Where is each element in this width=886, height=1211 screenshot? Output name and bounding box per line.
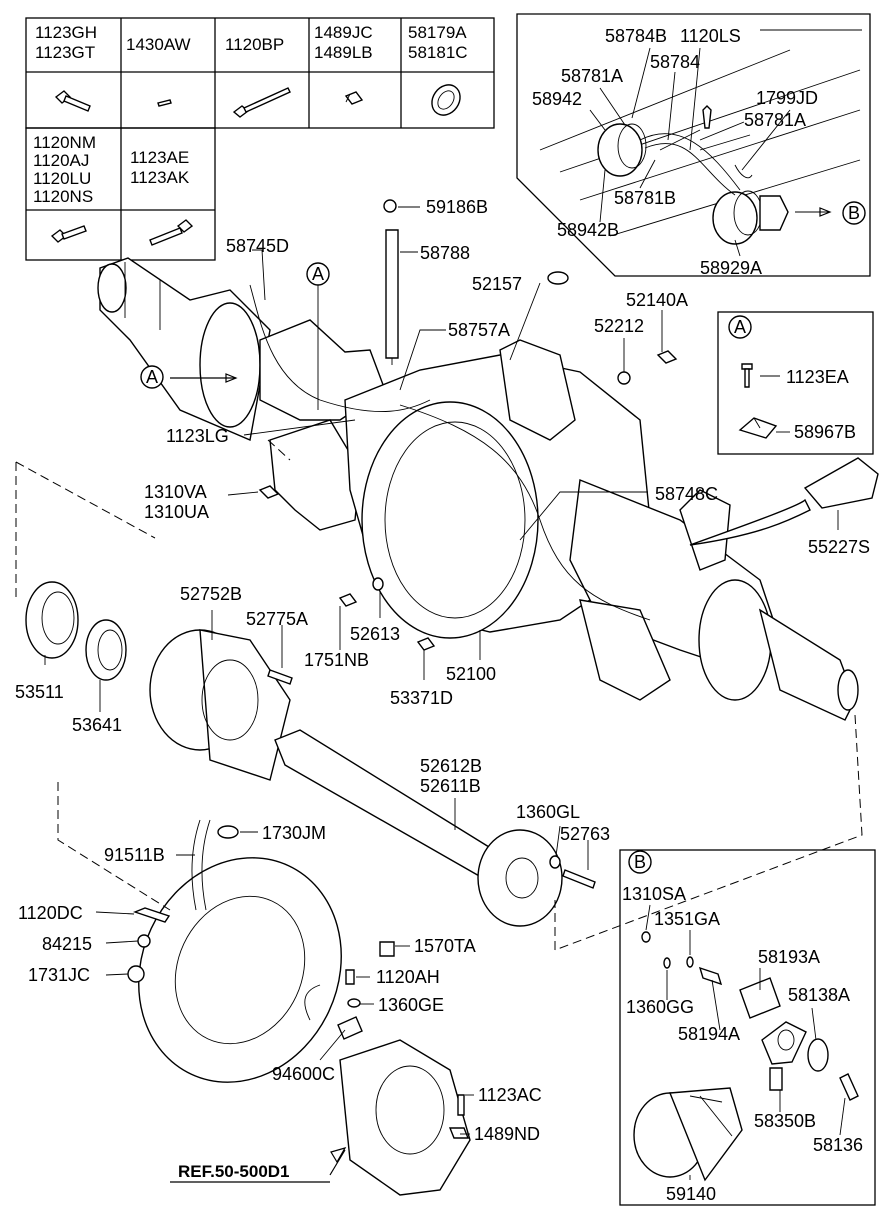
part-number: 1123LG: [166, 426, 229, 446]
part-number: 58748C: [655, 484, 718, 504]
part-number: 58194A: [678, 1024, 740, 1044]
callout-letter: A: [146, 367, 158, 387]
callout-letter: B: [848, 203, 860, 223]
detail-b-title: B: [634, 852, 646, 872]
hub-and-shaft: [25, 577, 596, 927]
fastener-code: 1120NM: [33, 133, 96, 152]
part-number: 58136: [813, 1135, 863, 1155]
long-bolt-icon: [232, 87, 291, 118]
leader-lines: [44, 206, 839, 1135]
fastener-code: 58181C: [408, 43, 468, 62]
part-number: 58781A: [561, 66, 623, 86]
part-number: 52212: [594, 316, 644, 336]
part-number: 1310SA: [622, 884, 686, 904]
part-number: 1731JC: [28, 965, 90, 985]
fastener-code: 58179A: [408, 23, 467, 42]
part-number: 58784B: [605, 26, 667, 46]
washer-icon: [431, 84, 461, 116]
part-number: 58784: [650, 52, 700, 72]
part-number: 52140A: [626, 290, 688, 310]
part-number: 1351GA: [654, 909, 720, 929]
fastener-code: 1123GT: [35, 43, 95, 62]
part-number: 58781B: [614, 188, 676, 208]
brake-assembly: [127, 819, 471, 1196]
bolt-icon: [149, 219, 194, 246]
part-number: 91511B: [104, 845, 165, 865]
part-number: 52612B: [420, 756, 482, 776]
callout-a-left: A: [140, 365, 164, 389]
part-number: 58757A: [448, 320, 510, 340]
part-number: 1123EA: [786, 367, 849, 387]
part-number: 1360GE: [378, 995, 444, 1015]
part-number: 52611B: [420, 776, 481, 796]
clip-icon: [738, 417, 778, 439]
part-number: 52763: [560, 824, 610, 844]
fastener-code: 1489LB: [314, 43, 373, 62]
fastener-code: 1123AE: [130, 148, 189, 167]
fastener-code: 1120LU: [33, 169, 91, 188]
part-number: 1310VA: [144, 482, 207, 502]
nut-icon: [344, 91, 364, 105]
part-number: 53371D: [390, 688, 453, 708]
part-number: 58929A: [700, 258, 762, 278]
part-number: 1120DC: [18, 903, 83, 923]
part-number: 1360GL: [516, 802, 580, 822]
part-number: 1570TA: [414, 936, 476, 956]
fastener-table: 1123GH 1123GT 1430AW 1120BP 1489JC 1489L…: [25, 17, 495, 261]
fastener-code: 1120NS: [33, 187, 93, 206]
part-number: 58942: [532, 89, 582, 109]
fastener-code: 1430AW: [126, 35, 191, 54]
part-number: 55227S: [808, 537, 870, 557]
part-number: 53511: [15, 682, 64, 702]
part-number: 58193A: [758, 947, 820, 967]
part-number: 1799JD: [756, 88, 818, 108]
part-number: 94600C: [272, 1064, 335, 1084]
part-number: 58788: [420, 243, 470, 263]
screw-icon: [741, 363, 753, 388]
part-number: 1123AC: [478, 1085, 542, 1105]
part-number: 58745D: [226, 236, 289, 256]
part-number: 52157: [472, 274, 522, 294]
alignment-lines: [15, 439, 863, 951]
part-number: 58781A: [744, 110, 806, 130]
part-number: 52613: [350, 624, 400, 644]
part-number: 1120LS: [680, 26, 741, 46]
reference-label: REF.50-500D1: [178, 1162, 290, 1181]
part-number: 58967B: [794, 422, 856, 442]
part-number: 52752B: [180, 584, 242, 604]
abs-sensor-inset: B 58784B 1120LS 58781A 58784 58942 1799J…: [516, 13, 871, 278]
fastener-code: 1123AK: [130, 168, 190, 187]
callout-letter: A: [312, 264, 324, 284]
pin-icon: [157, 99, 172, 107]
part-number: 58350B: [754, 1111, 816, 1131]
detail-a-box: A 1123EA 58967B: [717, 311, 874, 455]
part-number: 59140: [666, 1184, 716, 1204]
part-labels: 59186B 58788 58745D 52157 52140A 52212 5…: [15, 197, 870, 1183]
part-number: 52775A: [246, 609, 308, 629]
callout-a-top: A: [306, 262, 330, 286]
part-number: 59186B: [426, 197, 488, 217]
axle-housing: [97, 199, 879, 721]
callout-bubble: [842, 201, 866, 225]
bolt-icon: [50, 225, 87, 243]
part-number: 84215: [42, 934, 92, 954]
fastener-code: 1120BP: [225, 35, 284, 54]
fastener-code: 1123GH: [35, 23, 97, 42]
part-number: 52100: [446, 664, 496, 684]
part-number: 1730JM: [262, 823, 326, 843]
part-number: 58138A: [788, 985, 850, 1005]
part-number: 58942B: [557, 220, 619, 240]
fastener-code: 1489JC: [314, 23, 373, 42]
part-number: 1751NB: [304, 650, 369, 670]
detail-b-box: B 1310SA 1351GA 1360GG 58193A 58194A 581…: [619, 849, 876, 1206]
part-number: 1360GG: [626, 997, 694, 1017]
part-number: 1310UA: [144, 502, 209, 522]
fastener-code: 1120AJ: [33, 151, 89, 170]
part-number: 53641: [72, 715, 122, 735]
part-number: 1489ND: [474, 1124, 540, 1144]
part-number: 1120AH: [376, 967, 440, 987]
bolt-icon: [54, 90, 91, 112]
detail-a-title: A: [734, 317, 746, 337]
